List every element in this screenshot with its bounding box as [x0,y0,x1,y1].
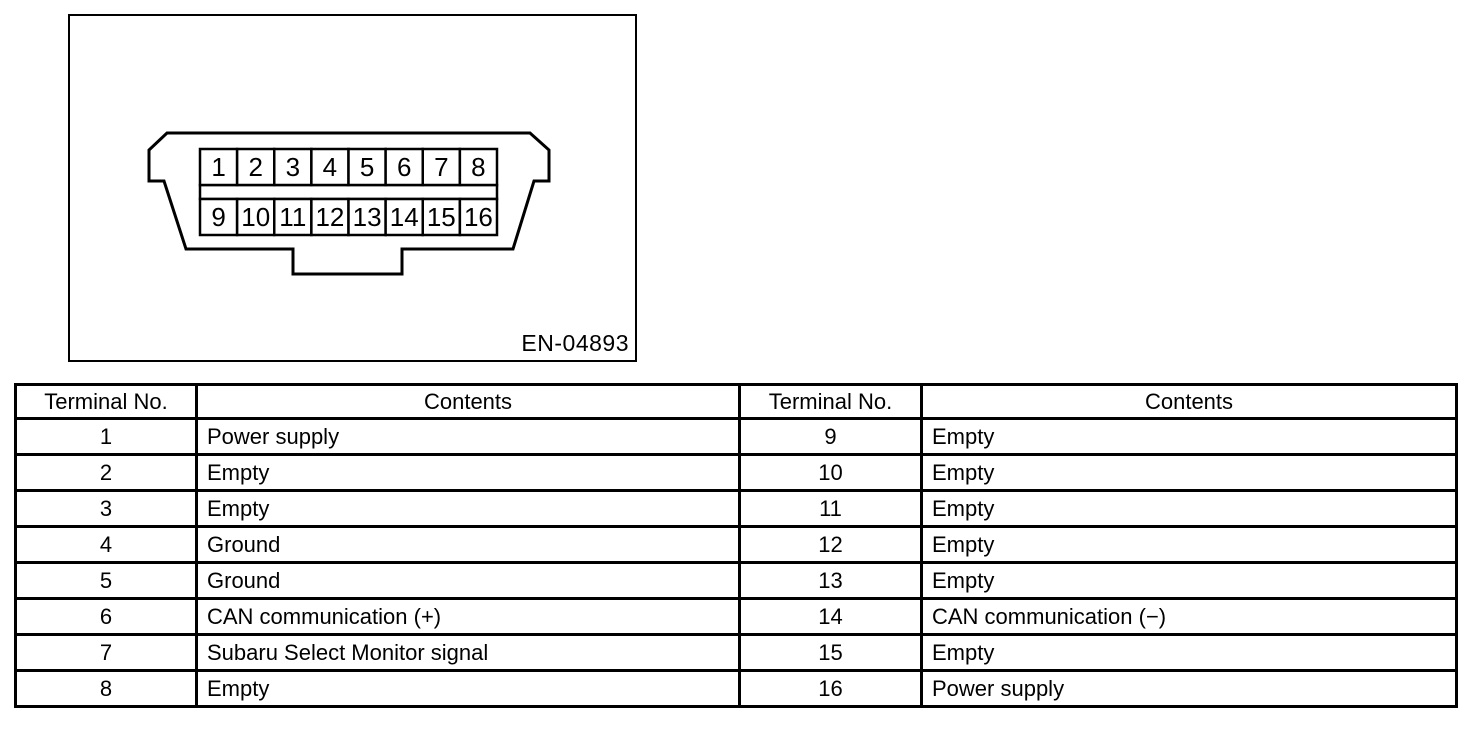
pin-number: 2 [248,152,262,182]
pin-cell: 3 [273,147,313,187]
contents-cell: Empty [920,489,1458,528]
pin-number: 14 [390,202,419,232]
pin-cell: 13 [347,197,387,237]
terminal-no-cell: 15 [738,633,923,672]
pin-cell: 16 [458,197,499,237]
pin-number: 13 [353,202,382,232]
terminal-no-cell: 16 [738,669,923,708]
contents-cell: Power supply [920,669,1458,708]
terminal-no-cell: 3 [14,489,198,528]
pin-number: 8 [471,152,485,182]
pin-cell: 1 [198,147,239,187]
contents-cell: Ground [195,561,741,600]
terminal-no-cell: 6 [14,597,198,636]
pin-number: 5 [360,152,374,182]
contents-cell: CAN communication (+) [195,597,741,636]
col-header-terminal-no-left: Terminal No. [14,383,198,420]
pin-number: 10 [241,202,270,232]
pin-number: 11 [279,202,306,232]
contents-cell: Ground [195,525,741,564]
pin-cell: 5 [347,147,387,187]
pin-cell: 15 [421,197,462,237]
terminal-no-cell: 13 [738,561,923,600]
contents-cell: Subaru Select Monitor signal [195,633,741,672]
pin-number: 6 [397,152,411,182]
table-row: 1 Power supply 9 Empty [14,417,1458,456]
contents-cell: Empty [920,453,1458,492]
contents-cell: Empty [195,669,741,708]
table-row: 6 CAN communication (+) 14 CAN communica… [14,597,1458,636]
contents-cell: Empty [195,489,741,528]
col-header-contents-right: Contents [920,383,1458,420]
terminal-table: Terminal No. Contents Terminal No. Conte… [14,383,1458,708]
terminal-no-cell: 9 [738,417,923,456]
terminal-no-cell: 8 [14,669,198,708]
terminal-no-cell: 1 [14,417,198,456]
pin-cell: 7 [421,147,462,187]
pin-row-top: 1 2 3 4 5 [198,147,499,187]
contents-cell: Empty [920,525,1458,564]
pin-cell: 14 [384,197,424,237]
table-row: 3 Empty 11 Empty [14,489,1458,528]
pin-number: 4 [323,152,337,182]
pin-number: 15 [427,202,456,232]
terminal-no-cell: 4 [14,525,198,564]
contents-cell: Empty [920,561,1458,600]
table-row: 5 Ground 13 Empty [14,561,1458,600]
pin-cell: 12 [310,197,350,237]
terminal-no-cell: 2 [14,453,198,492]
terminal-no-cell: 11 [738,489,923,528]
pin-cell: 8 [458,147,499,187]
pin-number: 1 [211,152,225,182]
pin-number: 9 [211,202,225,232]
table-row: 4 Ground 12 Empty [14,525,1458,564]
contents-cell: Empty [920,633,1458,672]
pin-number: 7 [434,152,448,182]
terminal-no-cell: 12 [738,525,923,564]
pin-cell: 9 [198,197,239,237]
contents-cell: Empty [920,417,1458,456]
pin-number: 16 [464,202,493,232]
pin-number: 3 [286,152,300,182]
pin-number: 12 [315,202,344,232]
col-header-contents-left: Contents [195,383,741,420]
pin-cell: 10 [235,197,276,237]
pin-cell: 6 [384,147,424,187]
pin-cell: 11 [273,197,313,237]
pin-cell: 4 [310,147,350,187]
table-header-row: Terminal No. Contents Terminal No. Conte… [14,383,1458,420]
col-header-terminal-no-right: Terminal No. [738,383,923,420]
terminal-no-cell: 14 [738,597,923,636]
obd-connector-diagram: 1 2 3 4 5 [147,131,551,276]
pin-row-bottom: 9 10 11 12 13 [198,197,499,237]
table-row: 8 Empty 16 Power supply [14,669,1458,708]
figure-code-label: EN-04893 [521,330,629,356]
terminal-no-cell: 7 [14,633,198,672]
table-row: 2 Empty 10 Empty [14,453,1458,492]
pin-row-gap [198,183,499,201]
connector-figure-box: 1 2 3 4 5 [68,14,637,362]
terminal-no-cell: 5 [14,561,198,600]
table-row: 7 Subaru Select Monitor signal 15 Empty [14,633,1458,672]
terminal-no-cell: 10 [738,453,923,492]
contents-cell: Power supply [195,417,741,456]
pin-cell: 2 [235,147,276,187]
contents-cell: Empty [195,453,741,492]
contents-cell: CAN communication (−) [920,597,1458,636]
